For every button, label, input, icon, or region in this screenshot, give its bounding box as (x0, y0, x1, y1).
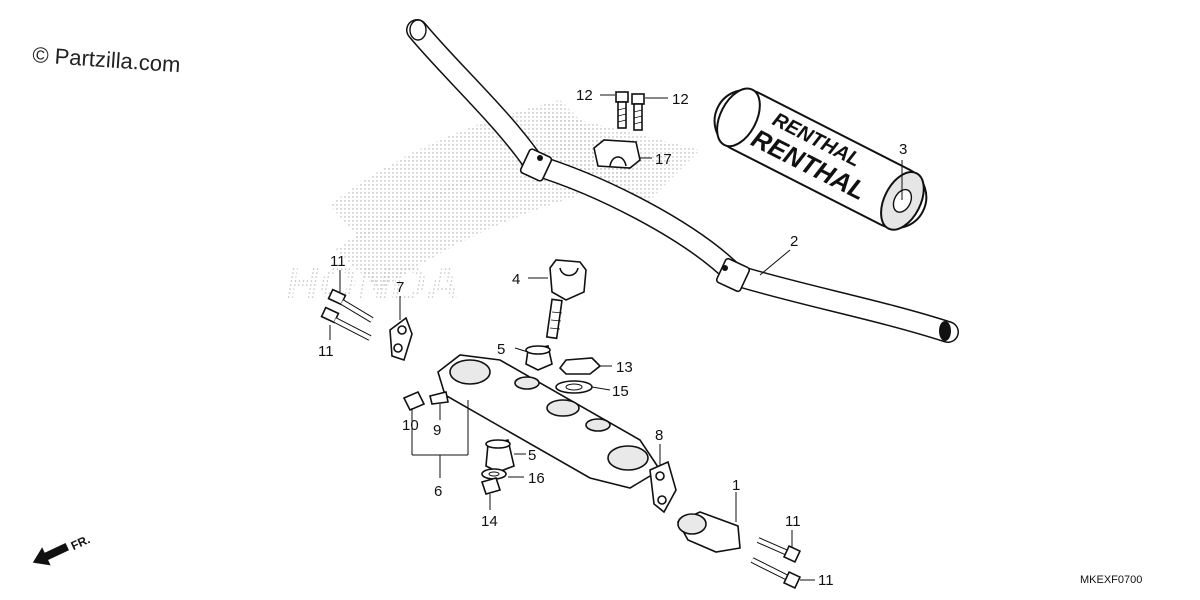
handlebar-tube[interactable] (406, 19, 959, 343)
front-direction-arrow: FR. (32, 532, 92, 566)
callout-4: 4 (512, 271, 520, 288)
flange-bolt-12b[interactable] (631, 93, 645, 131)
lower-clamp-bracket[interactable] (676, 511, 741, 553)
collar-nut-14[interactable] (480, 477, 502, 495)
callout-5b: 5 (528, 447, 536, 464)
callout-9: 9 (433, 422, 441, 439)
rubber-bushing-lower[interactable] (485, 439, 515, 473)
bolt-11-upper-left[interactable] (327, 288, 374, 323)
plate-10[interactable] (402, 390, 426, 412)
callout-13: 13 (616, 359, 633, 376)
callout-16: 16 (528, 470, 545, 487)
crossbar-pad[interactable]: RENTHAL RENTHAL (704, 79, 937, 239)
direction-label: FR. (69, 532, 92, 553)
hex-nut[interactable] (558, 357, 602, 375)
diagram-code: MKEXF0700 (1080, 574, 1142, 586)
handlebar-holder-stud[interactable] (545, 259, 587, 340)
callout-2: 2 (790, 233, 798, 250)
bolt-11-lower-right[interactable] (750, 557, 802, 590)
callout-11c: 11 (785, 513, 801, 530)
watermark-text: © Partzilla.com (32, 42, 182, 77)
callout-7: 7 (396, 279, 404, 296)
top-bridge (437, 354, 662, 489)
callout-1: 1 (732, 477, 740, 494)
mount-plate-7[interactable] (389, 316, 413, 362)
callout-15: 15 (612, 383, 629, 400)
bolt-11-lower-left[interactable] (320, 306, 372, 341)
callout-11a: 11 (330, 253, 346, 270)
handlebar-end-icon (939, 321, 951, 341)
callout-17: 17 (655, 151, 672, 168)
callout-10: 10 (402, 417, 419, 434)
plate-9[interactable] (429, 391, 449, 405)
callout-6: 6 (434, 483, 442, 500)
washer-15[interactable] (555, 380, 593, 394)
upper-holder-cap[interactable] (593, 139, 641, 169)
callout-12a: 12 (576, 87, 593, 104)
callout-8: 8 (655, 427, 663, 444)
washer-16[interactable] (481, 468, 507, 480)
rubber-bushing-upper[interactable] (525, 345, 553, 371)
leader-lines (329, 94, 903, 581)
mount-plate-8[interactable] (649, 460, 677, 514)
flange-bolt-12a[interactable] (615, 91, 629, 129)
bolt-11-upper-right[interactable] (756, 537, 802, 564)
callout-numbers: 12 12 17 3 2 4 5 13 15 7 11 11 10 9 6 5 … (318, 87, 907, 589)
callout-14: 14 (481, 513, 498, 530)
callout-5a: 5 (497, 341, 505, 358)
callout-3: 3 (899, 141, 907, 158)
callout-11d: 11 (818, 572, 834, 589)
background-logo-text: HONDA (280, 257, 465, 311)
callout-11b: 11 (318, 343, 334, 360)
callout-12b: 12 (672, 91, 689, 108)
